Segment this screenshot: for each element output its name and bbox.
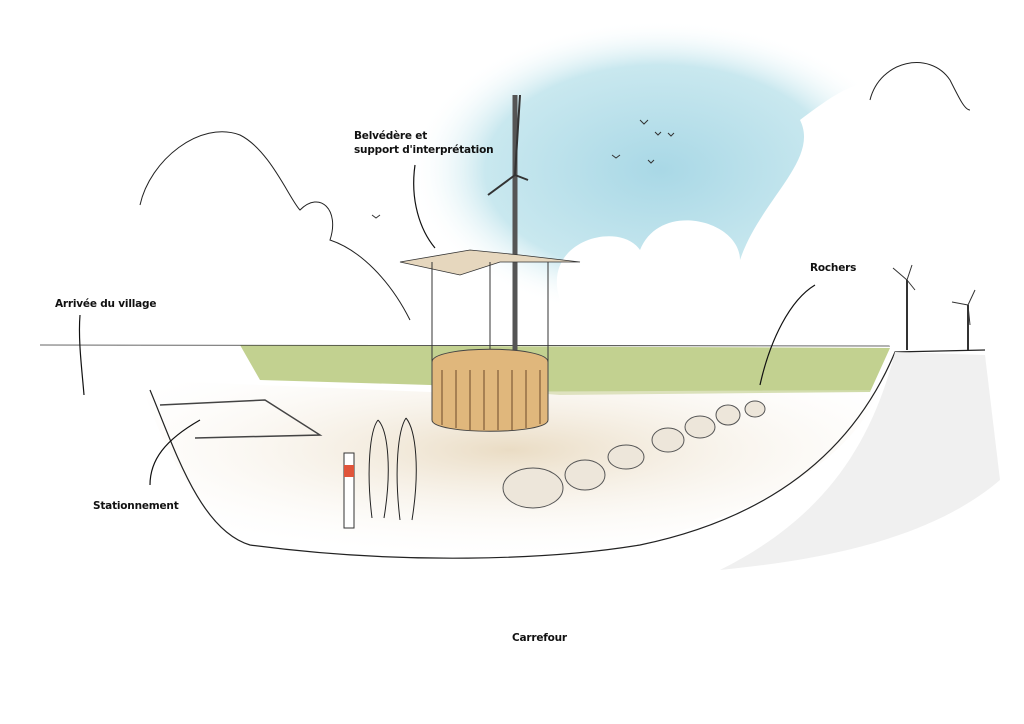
wind-turbines [892, 264, 976, 350]
cloud-outline-right [869, 62, 971, 111]
rocks [502, 400, 766, 509]
arrows [78, 164, 816, 486]
belvedere [399, 94, 581, 432]
label-belvedere-line2: support d'interprétation [354, 144, 494, 156]
cloud-right [556, 83, 1024, 330]
label-carrefour: Carrefour [512, 632, 567, 644]
cloud-left [139, 131, 411, 321]
label-stationnement: Stationnement [93, 500, 179, 512]
birds [371, 119, 675, 219]
label-belvedere: Belvédère et support d'interprétation [354, 129, 494, 157]
grass-field [240, 345, 890, 395]
horizon [39, 344, 891, 347]
parking [159, 399, 323, 439]
ground-outline [149, 349, 986, 559]
label-belvedere-line1: Belvédère et [354, 130, 428, 142]
marker-post [343, 452, 355, 529]
label-rochers: Rochers [810, 262, 857, 274]
label-arrivee: Arrivée du village [55, 298, 157, 310]
slope-shade [720, 352, 1000, 570]
people [368, 417, 417, 521]
